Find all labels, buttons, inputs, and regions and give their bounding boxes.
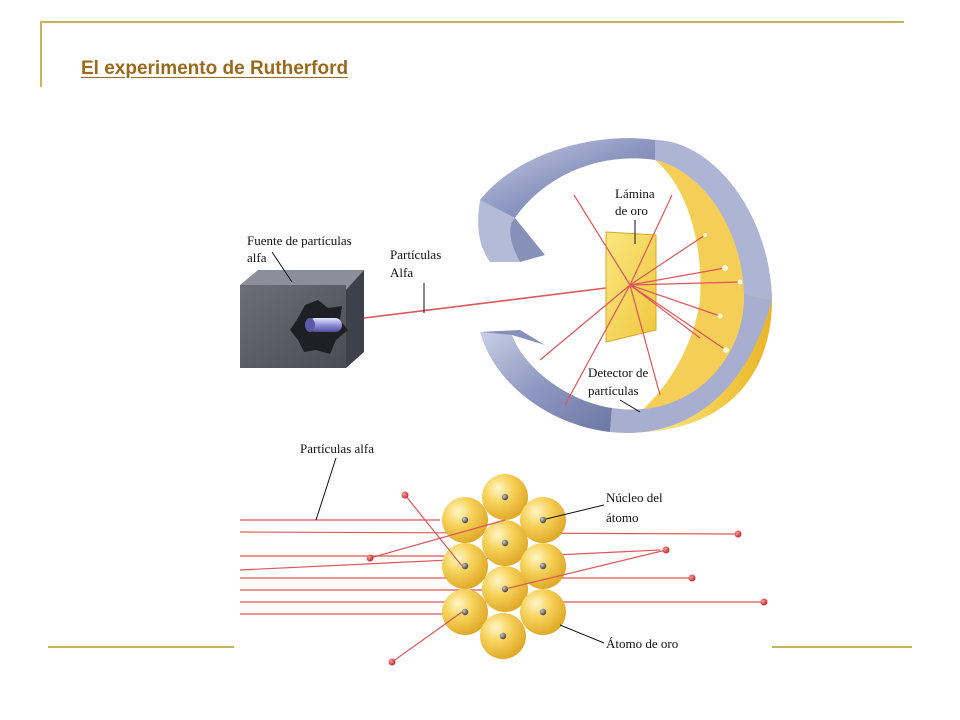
nucleus-label-line2: átomo (606, 510, 639, 525)
detector-label-line1: Detector de (588, 365, 649, 380)
alpha-beam (364, 285, 630, 318)
source-box (240, 270, 364, 368)
alpha-particles-label: Partículas alfa (300, 441, 374, 456)
foil-label-line2: de oro (615, 203, 648, 218)
source-label-line1: Fuente de partículas (247, 233, 352, 248)
alpha-particles-leader (316, 458, 336, 520)
gold-atom-label: Átomo de oro (606, 636, 678, 651)
particles-label-line2: Alfa (390, 265, 413, 280)
foil-label-line1: Lámina (615, 186, 655, 201)
nucleus-label-line1: Núcleo del (606, 490, 663, 505)
particles-label-line1: Partículas (390, 247, 441, 262)
detector-label-line2: partículas (588, 383, 639, 398)
gold-atoms (442, 474, 566, 659)
gold-atom-leader (560, 625, 604, 643)
source-label-line2: alfa (247, 250, 267, 265)
